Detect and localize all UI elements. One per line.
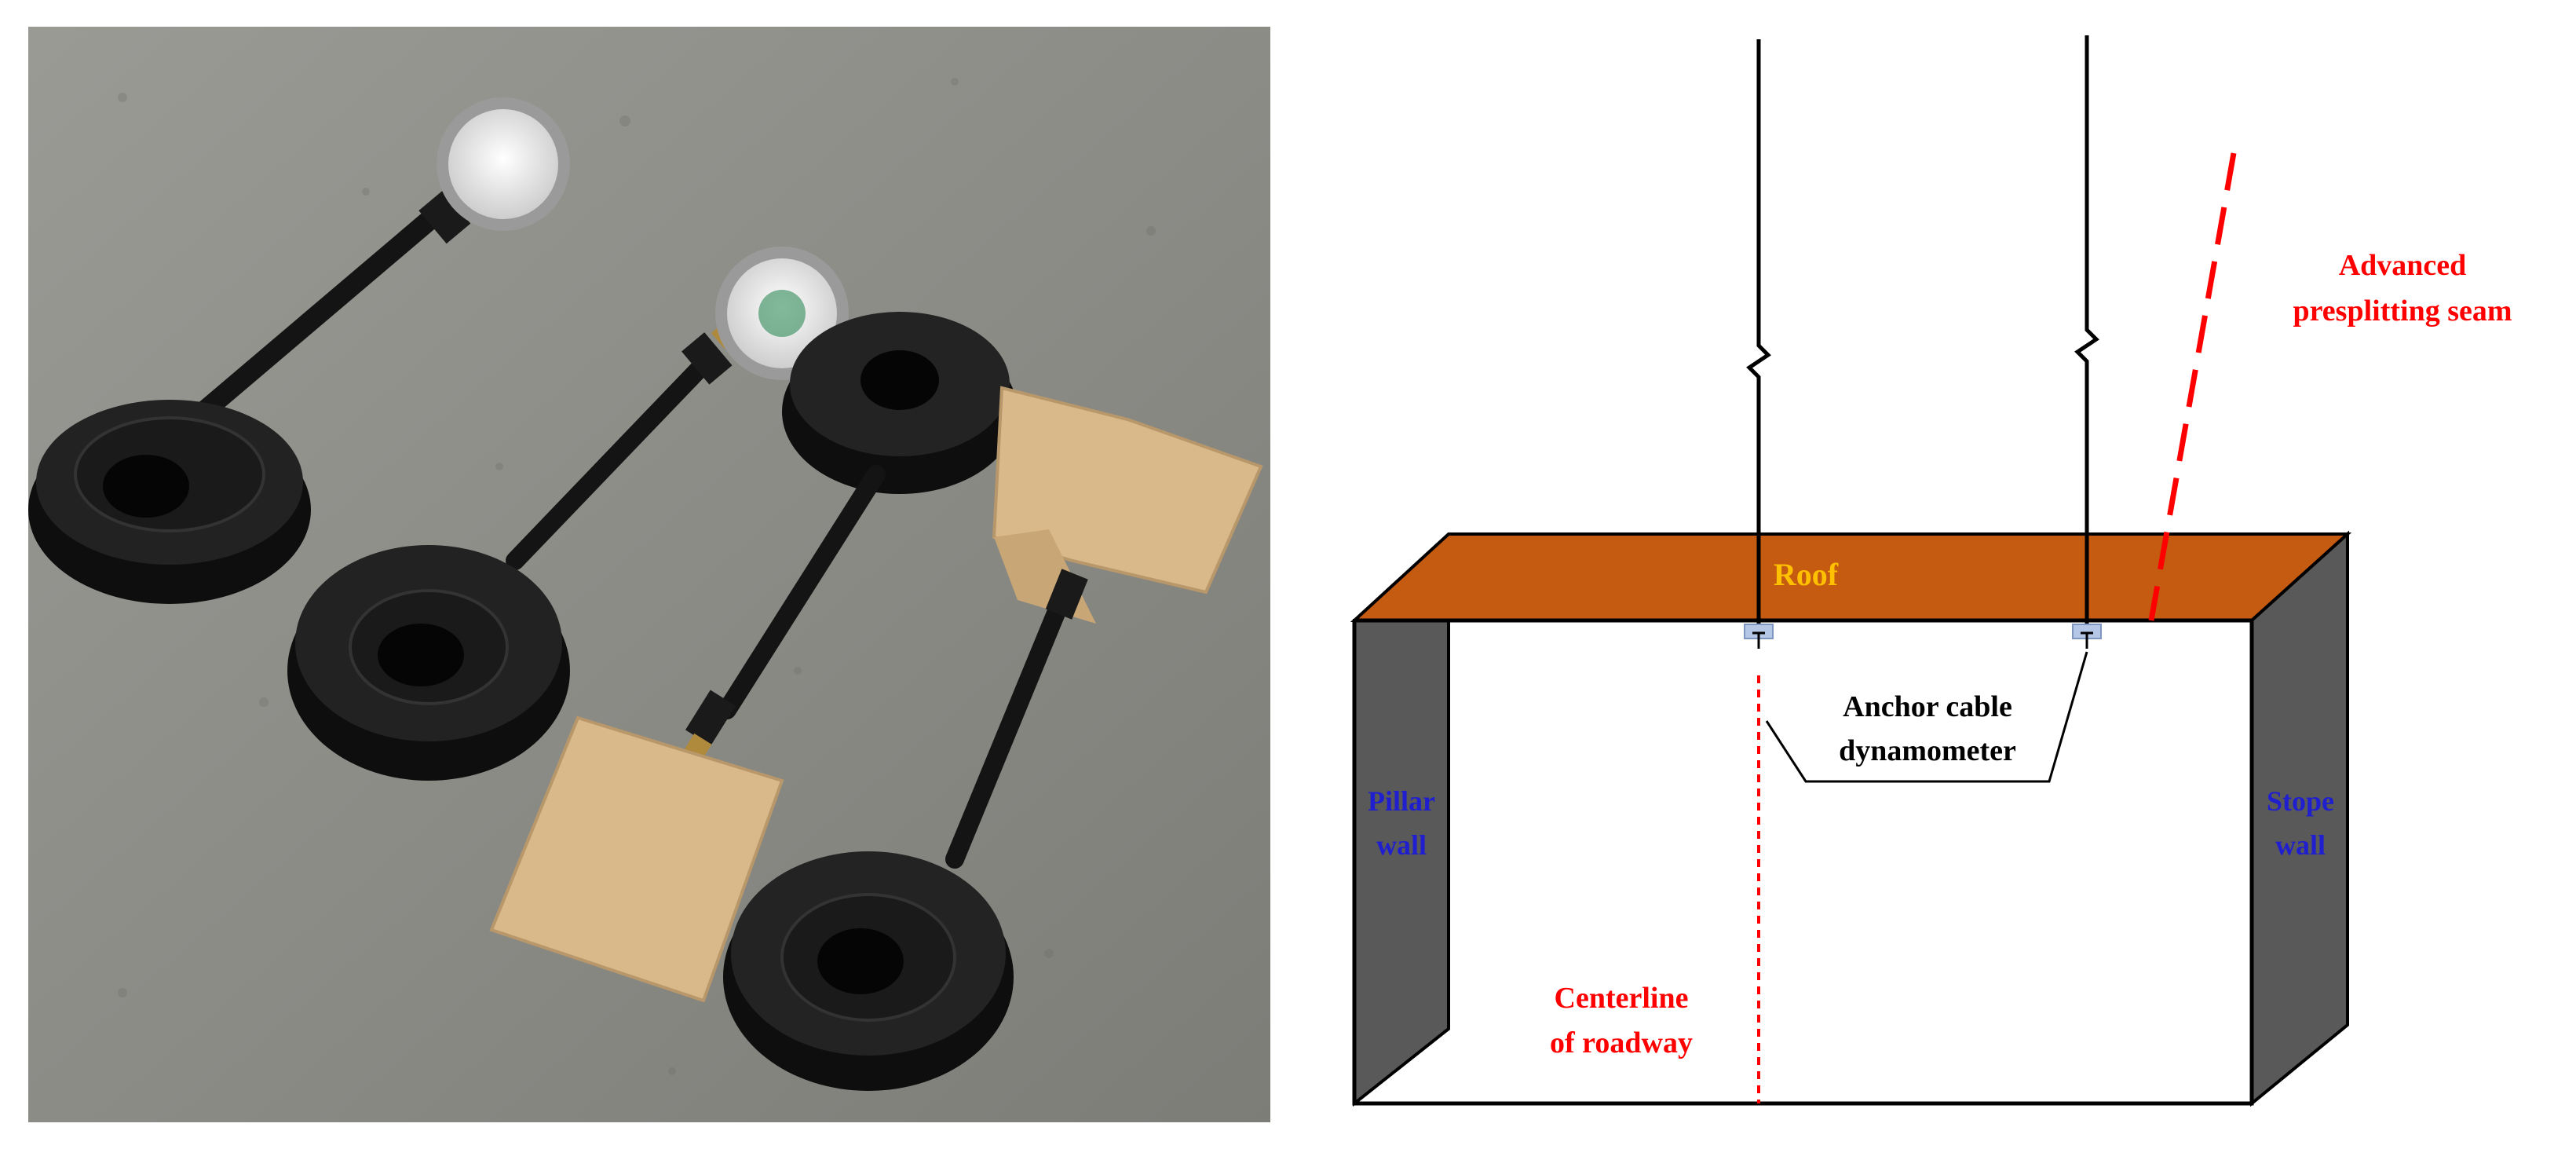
- centerline-label-line1: Centerline: [1555, 982, 1689, 1015]
- anchor-cable-left: [1746, 39, 1771, 628]
- floor-texture: [118, 78, 1172, 1075]
- anchor-label-line2: dynamometer: [1839, 734, 2016, 767]
- pillar-wall-label-line1: Pillar: [1368, 785, 1435, 817]
- stope-wall-label-line2: wall: [2275, 829, 2326, 861]
- dynamometer-3: [489, 312, 1018, 1003]
- dynamometer-photo: [28, 27, 1270, 1122]
- dynamometer-1: [28, 97, 570, 604]
- centerline-label-line2: of roadway: [1550, 1026, 1693, 1059]
- dynamometer-2: [287, 247, 849, 781]
- seam-label-line1: Advanced: [2339, 249, 2467, 282]
- anchor-label-leader: [1765, 651, 2088, 783]
- dynamometer-4: [723, 386, 1263, 1091]
- stope-wall-label-line1: Stope: [2267, 785, 2334, 817]
- anchor-cable-right: [2074, 35, 2099, 628]
- pillar-wall-label-line2: wall: [1376, 829, 1427, 861]
- seam-label-line2: presplitting seam: [2293, 295, 2512, 328]
- roof-label: Roof: [1774, 557, 1839, 592]
- roof-surface: [1350, 532, 2352, 622]
- anchor-label-line1: Anchor cable: [1843, 690, 2012, 723]
- box-front-frame: [1352, 618, 2254, 1106]
- pillar-wall: [1353, 619, 1450, 1107]
- presplitting-seam-line: [2148, 152, 2237, 621]
- stope-wall: [2250, 530, 2349, 1107]
- roadway-diagram: Roof Pillar wall Stope wall Anchor cable…: [1350, 35, 2512, 1107]
